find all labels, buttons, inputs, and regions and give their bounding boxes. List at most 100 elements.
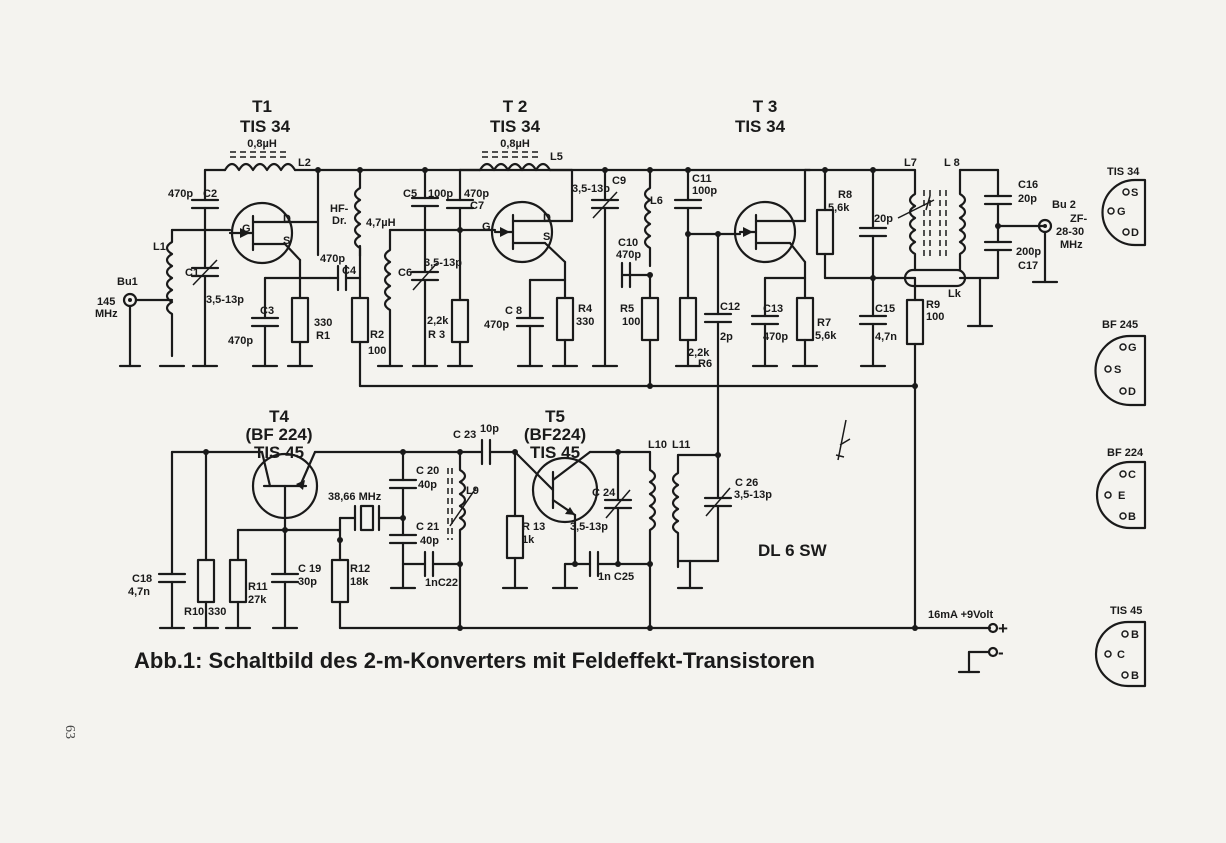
pin-label: B (1128, 511, 1136, 523)
l11-label: L11 (672, 439, 690, 451)
t1-type: TIS 34 (240, 117, 291, 136)
bu2-label: Bu 2 (1052, 199, 1076, 211)
t5-type2: (BF224) (524, 425, 586, 444)
t4-type: TIS 45 (254, 443, 304, 462)
c5-value: 100p (428, 188, 453, 200)
c12-value: 2p (720, 331, 733, 343)
c17-value: 200p (1016, 246, 1041, 258)
t3-name: T 3 (753, 97, 778, 116)
t4-name: T4 (269, 407, 289, 426)
t2-source-label: S (543, 231, 550, 243)
r13-label: R 13 (522, 521, 545, 533)
pin-label: C (1128, 469, 1136, 481)
r3-label: R 3 (428, 329, 445, 341)
hf-dr-value: 4,7µH (366, 217, 396, 229)
r1-label: R1 (316, 330, 330, 342)
t5-type: TIS 45 (530, 443, 580, 462)
r2-value: 100 (368, 345, 386, 357)
c1-value: 3,5-13p (206, 294, 244, 306)
c9-value: 3,5-13p (572, 183, 610, 195)
l9-label: L9 (466, 485, 479, 497)
bu1-unit: MHz (95, 308, 118, 320)
r7-label: R7 (817, 317, 831, 329)
c11-label: C11 (692, 173, 712, 185)
bu2-line1: ZF- (1070, 213, 1087, 225)
r2-label: R2 (370, 329, 384, 341)
pinout-bf224: BF 224 C E B (1095, 447, 1147, 530)
r1-value: 330 (314, 317, 332, 329)
t1-source-label: S (283, 235, 290, 247)
c16-value: 20p (1018, 193, 1037, 205)
l6-label: L6 (650, 195, 663, 207)
c21-value: 40p (420, 535, 439, 547)
supply-minus: - (998, 643, 1004, 662)
t2-drain-label: D (543, 212, 551, 224)
hf-dr-label: HF- (330, 203, 349, 215)
c13-value: 470p (763, 331, 788, 343)
l2-value: 0,8µH (247, 138, 277, 150)
r7-value: 5,6k (815, 330, 837, 342)
c2-label: C2 (203, 188, 217, 200)
c17-label: C17 (1018, 260, 1038, 272)
c8-value: 470p (484, 319, 509, 331)
l8-label: L 8 (944, 157, 960, 169)
pin-label: B (1131, 670, 1139, 682)
t1-gate-label: G (242, 223, 251, 235)
r4-value: 330 (576, 316, 594, 328)
l10-label: L10 (648, 439, 667, 451)
pin-label: G (1117, 206, 1126, 218)
t2-name: T 2 (503, 97, 528, 116)
l2-label: L2 (298, 157, 311, 169)
r11-label: R11 (248, 581, 268, 593)
c13-label: C13 (763, 303, 783, 315)
r5-value: 100 (622, 316, 640, 328)
author-callsign: DL 6 SW (758, 541, 828, 560)
pin-label: D (1131, 227, 1139, 239)
r6-label: R6 (698, 358, 712, 370)
c9-label: C9 (612, 175, 626, 187)
c21-label: C 21 (416, 521, 439, 533)
component-labels: T1 TIS 34 G D S 0,8µH L2 470p C2 L1 C1 3… (95, 97, 1087, 662)
c3-value: 470p (228, 335, 253, 347)
l5-value: 0,8µH (500, 138, 530, 150)
c15-label: C15 (875, 303, 895, 315)
r5-label: R5 (620, 303, 634, 315)
c26-value: 3,5-13p (734, 489, 772, 501)
pin-label: S (1114, 364, 1121, 376)
supply-label: 16mA +9Volt (928, 609, 993, 621)
pinout-title: TIS 45 (1110, 605, 1142, 617)
c8-label: C 8 (505, 305, 522, 317)
supply-plus: + (998, 619, 1008, 638)
c7-value: 470p (464, 188, 489, 200)
pin-label: G (1128, 342, 1137, 354)
pin-label: S (1131, 187, 1138, 199)
t2-gate-label: G (482, 221, 491, 233)
r12-value: 18k (350, 576, 369, 588)
r6-value: 2,2k (688, 347, 710, 359)
bottom-wiring (157, 419, 999, 674)
pinout-tis34: TIS 34 S G D (1101, 166, 1147, 247)
r12-label: R12 (350, 563, 370, 575)
pinout-title: BF 245 (1102, 319, 1138, 331)
c22-label: 1nC22 (425, 577, 458, 589)
c4-value: 470p (320, 253, 345, 265)
t1-drain-label: D (283, 213, 291, 225)
c24-label: C 24 (592, 487, 616, 499)
c19-value: 30p (298, 576, 317, 588)
c24-value: 3,5-13p (570, 521, 608, 533)
c19-label: C 19 (298, 563, 321, 575)
pin-label: C (1117, 649, 1125, 661)
r10-value: 330 (208, 606, 226, 618)
c18-value: 4,7n (128, 586, 150, 598)
r10-label: R10 (184, 606, 204, 618)
hf-dr-label2: Dr. (332, 215, 347, 227)
c4-label: C4 (342, 265, 357, 277)
c5-label: C5 (403, 188, 417, 200)
c18-label: C18 (132, 573, 152, 585)
pinout-tis45: TIS 45 B C B (1094, 605, 1147, 688)
c20-label: C 20 (416, 465, 439, 477)
r13-value: 1k (522, 534, 535, 546)
t5-name: T5 (545, 407, 565, 426)
l7-label: L7 (904, 157, 917, 169)
